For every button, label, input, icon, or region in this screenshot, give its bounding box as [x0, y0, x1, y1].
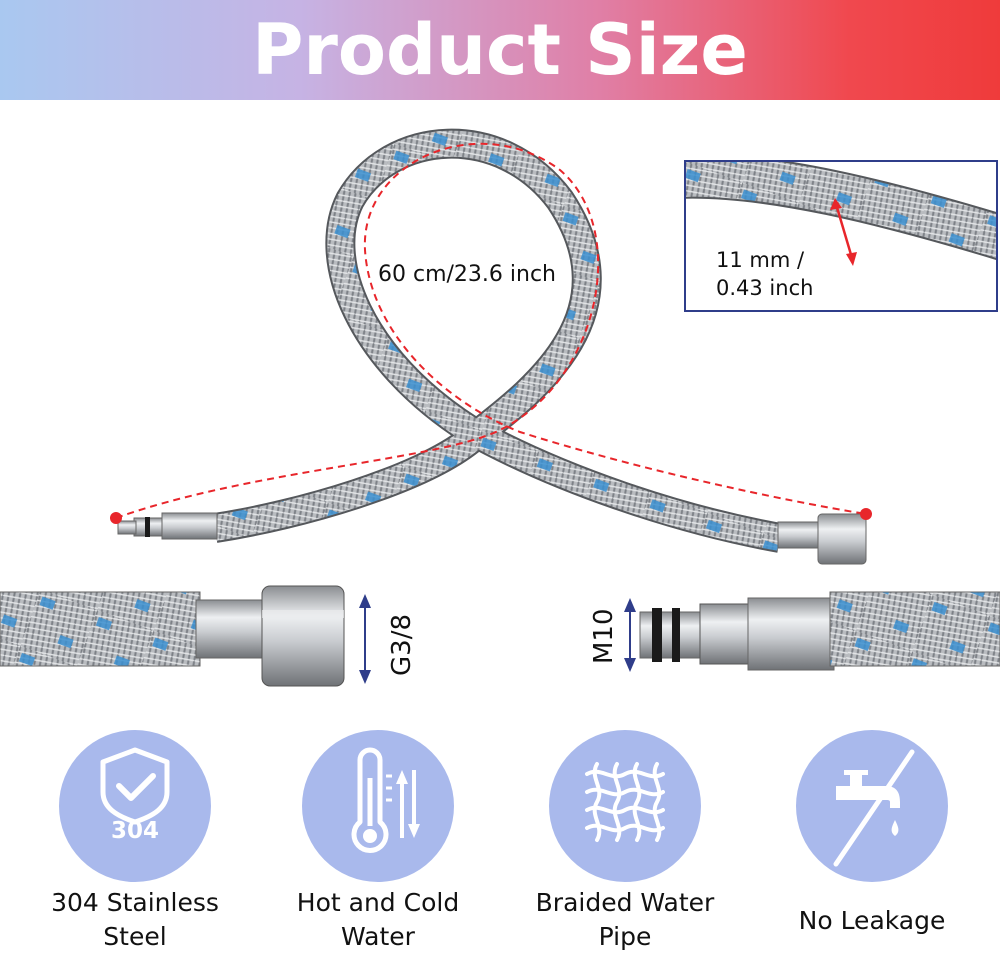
male-thread-arrow	[624, 598, 636, 672]
diameter-inset-art	[686, 162, 996, 266]
length-end-dot	[860, 508, 872, 520]
diameter-label-mm: 11 mm /	[716, 248, 805, 272]
feature-circle	[302, 730, 454, 882]
length-measure-line	[115, 142, 867, 519]
hose-loop-braid	[213, 130, 783, 551]
diameter-inset: 11 mm / 0.43 inch	[684, 160, 998, 312]
page-title: Product Size	[252, 9, 748, 91]
female-thread-label: G3/8	[387, 614, 417, 676]
feature-circle	[796, 730, 948, 882]
feature-no-leakage: No Leakage	[752, 730, 992, 938]
female-end-closeup	[0, 585, 345, 687]
small-male-fitting	[117, 512, 218, 540]
title-banner	[0, 0, 1000, 100]
feature-badge-304: 304	[110, 818, 159, 844]
male-thread-label: M10	[589, 608, 619, 664]
feature-caption-line2: Steel	[103, 922, 167, 951]
feature-circle	[549, 730, 701, 882]
diameter-label-inch: 0.43 inch	[716, 276, 814, 300]
length-start-dot	[110, 512, 122, 524]
feature-caption: Braided Water Pipe	[505, 886, 745, 954]
small-female-fitting	[777, 513, 867, 565]
male-end-closeup	[639, 591, 1000, 671]
feature-hot-cold-water: Hot and Cold Water	[258, 730, 498, 954]
feature-circle: 304	[59, 730, 211, 882]
feature-caption: No Leakage	[752, 904, 992, 938]
feature-caption-line1: 304 Stainless	[51, 888, 219, 917]
feature-caption-line1: No Leakage	[798, 906, 946, 935]
feature-caption: 304 Stainless Steel	[15, 886, 255, 954]
feature-caption-line1: Braided Water	[535, 888, 715, 917]
thermometer-arrows-icon	[351, 747, 420, 853]
braided-mesh-icon	[585, 762, 665, 842]
feature-caption-line2: Water	[341, 922, 415, 951]
shield-check-icon	[100, 747, 170, 825]
feature-caption-line1: Hot and Cold	[296, 888, 460, 917]
female-thread-arrow	[359, 594, 371, 684]
feature-stainless-steel: 304 304 Stainless Steel	[15, 730, 255, 954]
feature-braided-pipe: Braided Water Pipe	[505, 730, 745, 954]
no-leak-faucet-icon	[833, 749, 915, 867]
length-label: 60 cm/23.6 inch	[378, 262, 556, 287]
feature-caption: Hot and Cold Water	[258, 886, 498, 954]
feature-caption-line2: Pipe	[598, 922, 652, 951]
